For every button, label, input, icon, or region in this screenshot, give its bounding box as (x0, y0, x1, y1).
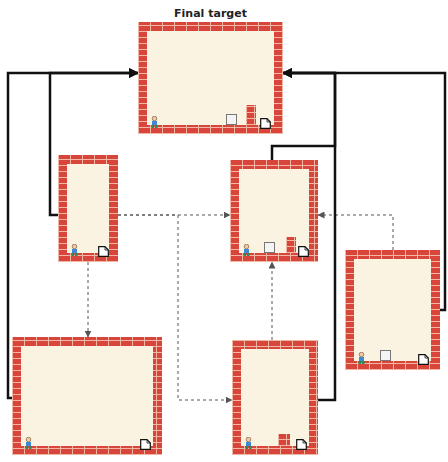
room-box: Final target (138, 22, 283, 134)
room-floor (354, 259, 431, 361)
crate-box (380, 350, 391, 361)
goal-box (140, 435, 151, 446)
room-floor (239, 169, 309, 253)
room-box (345, 250, 440, 370)
dashed-connector (272, 262, 273, 340)
room-floor (67, 164, 109, 253)
room-floor (147, 31, 274, 125)
goal-box (296, 435, 307, 446)
room-box (12, 337, 162, 455)
player-sprite (150, 113, 159, 125)
inner-wall (286, 237, 296, 253)
dashed-connector (318, 215, 393, 250)
room-heading: Final target (118, 7, 303, 20)
crate-box (264, 242, 275, 253)
player-sprite (24, 434, 33, 446)
dashed-connector (88, 262, 89, 337)
room-floor (21, 346, 153, 446)
crate-box (226, 114, 237, 125)
room-box (232, 340, 318, 455)
room-box (58, 155, 118, 262)
room-floor (241, 349, 309, 446)
player-sprite (70, 241, 79, 253)
inner-wall (246, 105, 256, 125)
goal-box (98, 242, 109, 253)
player-sprite (242, 241, 251, 253)
goal-box (260, 114, 271, 125)
room-box (230, 160, 318, 262)
player-sprite (357, 349, 366, 361)
player-sprite (244, 434, 253, 446)
inner-wall (278, 434, 290, 446)
goal-box (418, 350, 429, 361)
goal-box (298, 242, 309, 253)
